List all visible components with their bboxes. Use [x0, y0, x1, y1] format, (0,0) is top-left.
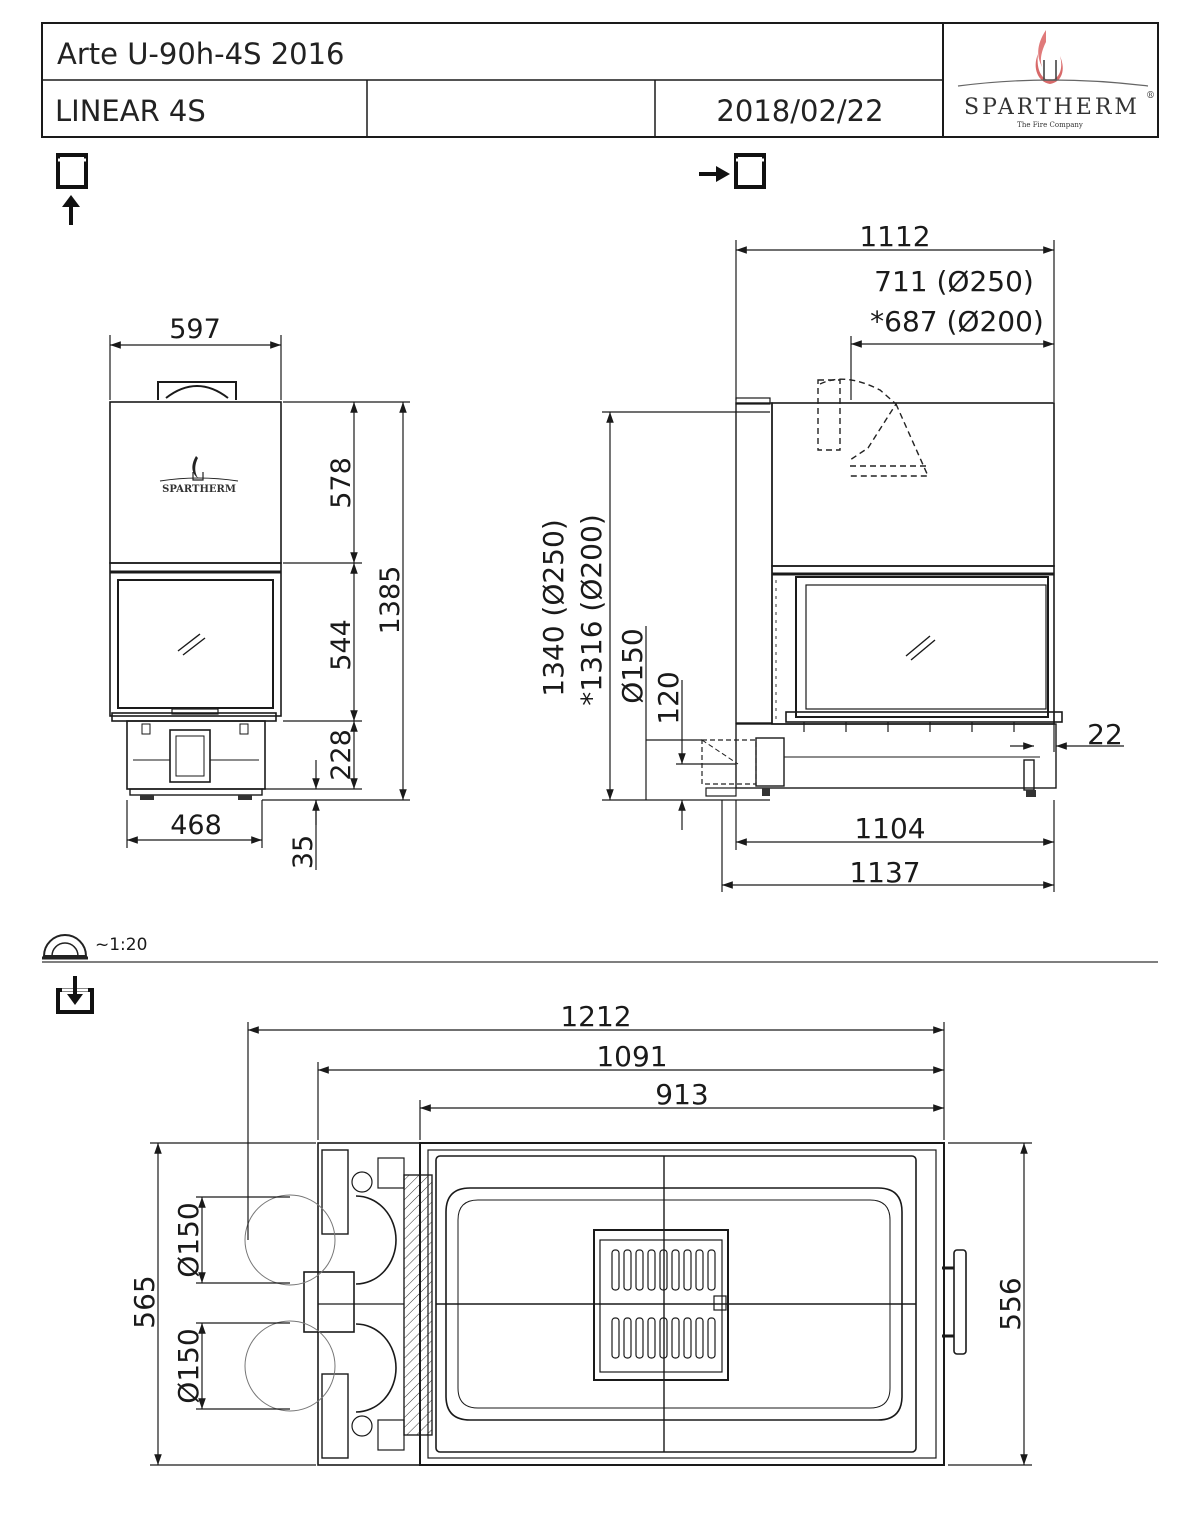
dim-base-height: 228: [326, 729, 357, 781]
dim-depth-1104: 1104: [854, 812, 925, 845]
grate-slots: [611, 1249, 716, 1359]
side-dimensions: 1112 711 (Ø250) *687 (Ø200) 1340 (Ø250) …: [537, 220, 1124, 892]
drawing-date: 2018/02/22: [716, 94, 883, 128]
variant-name: LINEAR 4S: [55, 94, 206, 128]
dim-depth-565: 565: [128, 1275, 161, 1328]
dim-offset: 22: [1087, 718, 1123, 751]
dim-width-913: 913: [655, 1078, 708, 1111]
brand-tagline: The Fire Company: [1017, 121, 1083, 129]
dim-base-width: 468: [170, 810, 222, 841]
dim-height-250: 1340 (Ø250): [537, 519, 570, 697]
dim-air-inlet-side: Ø150: [616, 628, 649, 703]
dim-glass-height: 544: [326, 619, 357, 671]
dim-flue-250: 711 (Ø250): [874, 265, 1034, 298]
dim-foot-height: 35: [288, 835, 319, 869]
dim-flue-200: *687 (Ø200): [870, 305, 1044, 338]
title-block: Arte U-90h-4S 2016 LINEAR 4S 2018/02/22 …: [41, 22, 1159, 138]
dim-width-top: 597: [169, 314, 221, 345]
scale-label: ~1:20: [95, 935, 147, 955]
registered-mark: ®: [1146, 91, 1155, 101]
front-view: SPARTHERM: [109, 381, 282, 800]
dim-height-200: *1316 (Ø200): [575, 514, 608, 706]
dim-hood-height: 578: [326, 457, 357, 509]
side-view: [701, 378, 1063, 797]
dim-side-total-width: 1112: [859, 220, 930, 253]
dim-air-1: Ø150: [172, 1202, 205, 1277]
dim-width-1212: 1212: [560, 1000, 631, 1033]
protractor-scale-icon: [42, 934, 88, 960]
top-view-icon: [56, 976, 94, 1014]
dim-inlet-height: 120: [652, 671, 685, 724]
brand-text: SPARTHERM: [964, 95, 1140, 120]
dim-depth-556: 556: [994, 1277, 1027, 1330]
front-dimensions: 597 578 544 228 1385 35 468: [109, 314, 410, 870]
dim-width-1091: 1091: [596, 1040, 667, 1073]
front-brand-text: SPARTHERM: [162, 484, 236, 495]
front-view-arrow-icon: [56, 153, 88, 225]
top-view: [244, 1142, 967, 1466]
flame-icon: [1038, 30, 1046, 70]
dim-depth-1137: 1137: [849, 856, 920, 889]
dim-total-height: 1385: [375, 566, 406, 635]
spartherm-logo: SPARTHERM ® The Fire Company: [957, 30, 1155, 129]
top-dimensions: 1212 1091 913 565 Ø150 Ø150 556: [128, 1000, 1032, 1466]
model-name: Arte U-90h-4S 2016: [57, 37, 345, 71]
dim-air-2: Ø150: [172, 1328, 205, 1403]
side-view-arrow-icon: [699, 153, 766, 189]
